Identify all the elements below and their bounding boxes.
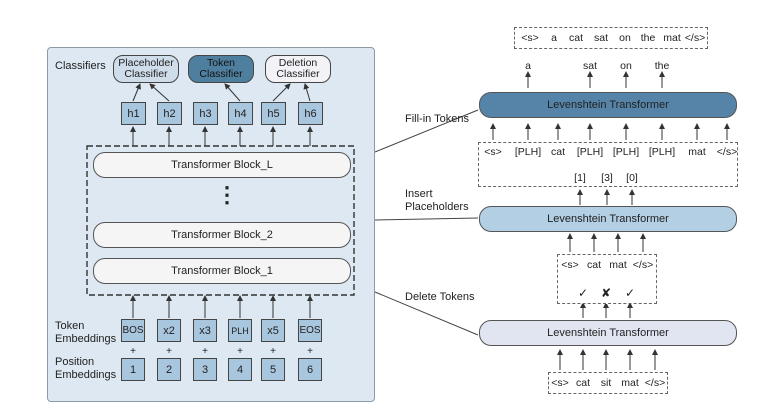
fill-word: sat <box>582 60 598 72</box>
token-embeddings-line1: Token <box>55 320 85 332</box>
plus-sign: + <box>270 346 276 357</box>
position-embedding-4: 4 <box>228 358 252 381</box>
plus-sign: + <box>307 346 313 357</box>
position-embedding-6: 6 <box>298 358 322 381</box>
deletion-classifier-line2: Classifier <box>276 68 320 80</box>
plus-sign: + <box>166 346 172 357</box>
fill-in-tokens-label: Fill-in Tokens <box>405 113 469 125</box>
token-embedding-plh: PLH <box>228 319 252 342</box>
transformer-block-2: Transformer Block_2 <box>93 222 351 248</box>
classifiers-label: Classifiers <box>55 60 106 72</box>
token-embeddings-label: Token Embeddings <box>55 320 116 346</box>
mid-sequence-box <box>557 254 657 304</box>
input-token: </s> <box>644 377 666 389</box>
plh-token: </s> <box>716 146 738 158</box>
plh-token: [PLH] <box>648 146 676 158</box>
position-embedding-3: 3 <box>193 358 217 381</box>
mid-token: cat <box>586 259 602 271</box>
hidden-state-h1: h1 <box>121 102 146 125</box>
placeholder-classifier-line1: Placeholder <box>118 57 174 69</box>
token-embedding-x2: x2 <box>157 319 181 342</box>
position-embedding-1: 1 <box>121 358 145 381</box>
deletion-classifier-line1: Deletion <box>278 57 318 69</box>
fill-word: on <box>620 60 632 72</box>
mid-token: mat <box>609 259 627 271</box>
hidden-state-h3: h3 <box>193 102 218 125</box>
plus-sign: + <box>130 346 136 357</box>
placeholder-count: [0] <box>626 172 638 184</box>
keep-check-icon: ✓ <box>577 286 589 300</box>
input-sequence-box <box>548 372 668 394</box>
delete-cross-icon: ✘ <box>600 286 612 300</box>
output-token: sat <box>593 32 609 44</box>
hidden-state-h4: h4 <box>228 102 253 125</box>
fill-word: a <box>525 60 531 72</box>
levenshtein-transformer-insert: Levenshtein Transformer <box>479 206 737 232</box>
token-embedding-eos: EOS <box>298 319 322 342</box>
insert-placeholders-label: Insert Placeholders <box>405 188 469 214</box>
ellipsis-icon: ⋮ <box>216 182 238 207</box>
insert-placeholders-line2: Placeholders <box>405 201 469 213</box>
plh-token: cat <box>550 146 566 158</box>
token-embedding-x5: x5 <box>261 319 285 342</box>
hidden-state-h2: h2 <box>157 102 182 125</box>
fill-word: the <box>654 60 670 72</box>
output-token: a <box>551 32 557 44</box>
position-embeddings-label: Position Embeddings <box>55 356 116 382</box>
input-token: sit <box>600 377 612 389</box>
transformer-block-1: Transformer Block_1 <box>93 258 351 284</box>
placeholder-sequence-box <box>478 142 738 187</box>
position-embedding-5: 5 <box>261 358 285 381</box>
plh-token: <s> <box>484 146 502 158</box>
token-embedding-x3: x3 <box>193 319 217 342</box>
hidden-state-h5: h5 <box>261 102 286 125</box>
input-token: <s> <box>551 377 569 389</box>
token-embeddings-line2: Embeddings <box>55 333 117 345</box>
input-token: mat <box>621 377 639 389</box>
output-token: </s> <box>684 32 706 44</box>
output-token: the <box>640 32 656 44</box>
hidden-state-h6: h6 <box>298 102 323 125</box>
output-token: <s> <box>521 32 539 44</box>
delete-tokens-label: Delete Tokens <box>405 291 475 303</box>
input-token: cat <box>575 377 591 389</box>
mid-token: </s> <box>632 259 654 271</box>
plh-token: mat <box>688 146 706 158</box>
output-sequence-box <box>514 27 708 49</box>
plus-sign: + <box>237 346 243 357</box>
placeholder-count: [3] <box>601 172 613 184</box>
plus-sign: + <box>202 346 208 357</box>
output-token: cat <box>568 32 584 44</box>
placeholder-count: [1] <box>574 172 586 184</box>
position-embedding-2: 2 <box>157 358 181 381</box>
token-embedding-bos: BOS <box>121 319 145 342</box>
placeholder-classifier-line2: Classifier <box>124 68 168 80</box>
levenshtein-transformer-delete: Levenshtein Transformer <box>479 320 737 346</box>
output-token: on <box>619 32 631 44</box>
plh-token: [PLH] <box>514 146 542 158</box>
keep-check-icon: ✓ <box>624 286 636 300</box>
plh-token: [PLH] <box>612 146 640 158</box>
output-token: mat <box>663 32 681 44</box>
token-classifier-line2: Classifier <box>199 68 243 80</box>
insert-placeholders-line1: Insert <box>405 188 433 200</box>
transformer-block-l: Transformer Block_L <box>93 152 351 178</box>
levenshtein-transformer-fill: Levenshtein Transformer <box>479 92 737 118</box>
position-embeddings-line2: Embeddings <box>55 369 117 381</box>
mid-token: <s> <box>561 259 579 271</box>
plh-token: [PLH] <box>576 146 604 158</box>
token-classifier-line1: Token <box>206 57 236 69</box>
position-embeddings-line1: Position <box>55 356 95 368</box>
